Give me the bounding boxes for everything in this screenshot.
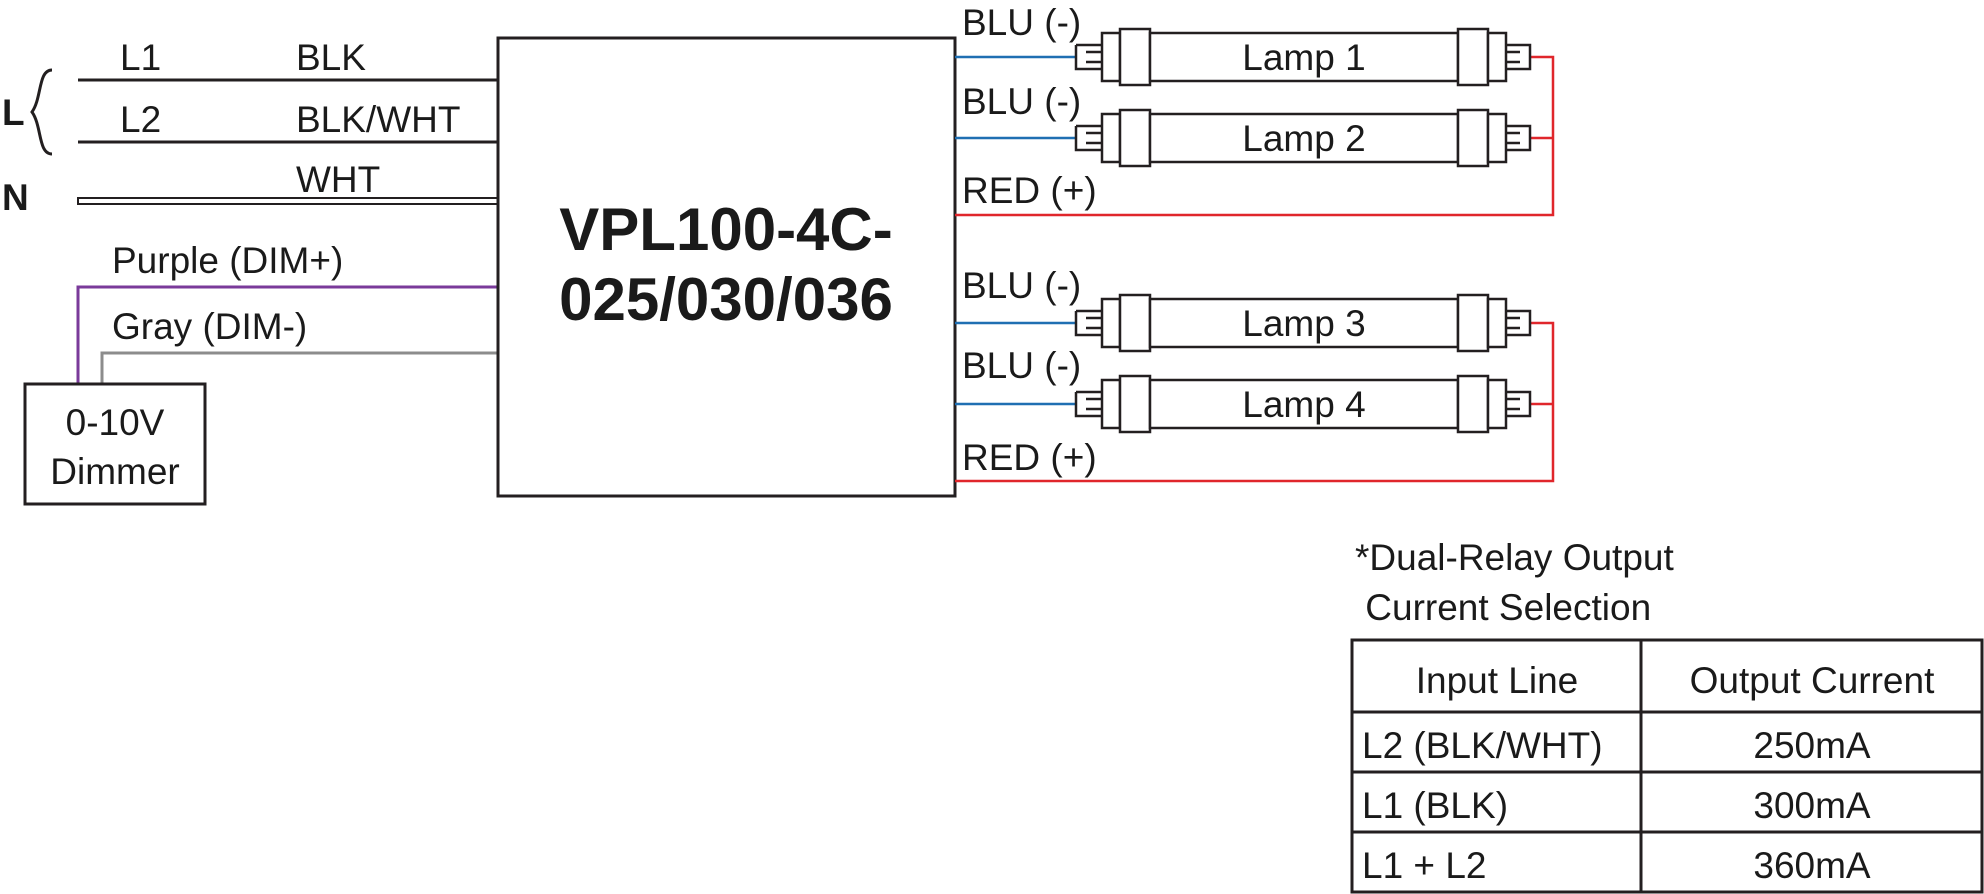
line-symbol: L — [2, 92, 25, 133]
wire-l2-label: L2 — [120, 99, 161, 140]
blue-wire-lamp1-label: BLU (-) — [962, 2, 1081, 43]
lamp-4-label: Lamp 4 — [1242, 384, 1365, 425]
lamp-base-right — [1456, 27, 1490, 87]
lamp-base-left — [1118, 108, 1152, 168]
lamp-base-left — [1118, 293, 1152, 353]
blue-wire-lamp4-label: BLU (-) — [962, 345, 1081, 386]
lamp-endcap-left — [1100, 297, 1122, 349]
lamp-base-right — [1456, 374, 1490, 434]
lamp-pin-right — [1506, 43, 1532, 71]
driver-box — [496, 36, 957, 498]
lamp-pin-left — [1074, 309, 1102, 337]
driver-model-line2: 025/030/036 — [559, 266, 893, 333]
lamp-2: Lamp 2 — [1074, 108, 1532, 168]
wire-dim-minus-label: Gray (DIM-) — [112, 306, 307, 347]
wire-l1-label: L1 — [120, 37, 161, 78]
lamp-base-left — [1118, 374, 1152, 434]
blue-wire-lamp2-label: BLU (-) — [962, 81, 1081, 122]
lamp-endcap-left — [1100, 112, 1122, 164]
selection-title-line2: Current Selection — [1355, 587, 1651, 628]
wire-dim-plus — [76, 285, 498, 384]
red-wire-group-a-label: RED (+) — [962, 170, 1097, 211]
lamp-pin-right — [1506, 124, 1532, 152]
selection-table-border — [1350, 638, 1984, 894]
wire-neutral — [77, 197, 499, 205]
lamp-base-right — [1456, 293, 1490, 353]
wire-neutral-color: WHT — [296, 159, 380, 200]
driver-model-line1: VPL100-4C- — [559, 196, 892, 263]
lamp-pin-right — [1506, 390, 1532, 418]
lamp-3: Lamp 3 — [1074, 293, 1532, 353]
table-cell-input-line: L1 (BLK) — [1362, 785, 1508, 826]
lamp-base-right — [1456, 108, 1490, 168]
lamp-pin-left — [1074, 124, 1102, 152]
red-wire-group-b-label: RED (+) — [962, 437, 1097, 478]
wire-dim-plus-label: Purple (DIM+) — [112, 240, 343, 281]
blue-wire-lamp3-label: BLU (-) — [962, 265, 1081, 306]
table-header-input-line: Input Line — [1416, 660, 1579, 701]
table-cell-output-current: 360mA — [1753, 845, 1871, 886]
lamp-tube — [1148, 378, 1460, 430]
lamp-2-label: Lamp 2 — [1242, 118, 1365, 159]
lamp-endcap-right — [1486, 378, 1508, 430]
line-brace — [30, 68, 53, 156]
lamp-endcap-right — [1486, 31, 1508, 83]
dimmer-box — [23, 382, 207, 506]
wire-dim-minus — [100, 351, 498, 384]
lamp-3-label: Lamp 3 — [1242, 303, 1365, 344]
lamp-endcap-left — [1100, 31, 1122, 83]
lamp-4: Lamp 4 — [1074, 374, 1532, 434]
lamp-endcap-right — [1486, 297, 1508, 349]
lamp-1: Lamp 1 — [1074, 27, 1532, 87]
table-cell-output-current: 250mA — [1753, 725, 1871, 766]
lamp-pin-left — [1074, 43, 1102, 71]
red-wire-group-b — [955, 321, 1555, 483]
selection-table: Input Line Output Current L2 (BLK/WHT) 2… — [1350, 638, 1984, 894]
lamp-endcap-right — [1486, 112, 1508, 164]
lamp-tube — [1148, 297, 1460, 349]
lamp-pin-right — [1506, 309, 1532, 337]
red-wire-group-a — [955, 55, 1555, 217]
table-cell-input-line: L2 (BLK/WHT) — [1362, 725, 1603, 766]
neutral-symbol: N — [2, 177, 29, 218]
wire-l2-color: BLK/WHT — [296, 99, 460, 140]
selection-title-line1: *Dual-Relay Output — [1355, 537, 1674, 578]
lamp-1-label: Lamp 1 — [1242, 37, 1365, 78]
table-cell-output-current: 300mA — [1753, 785, 1871, 826]
lamp-endcap-left — [1100, 378, 1122, 430]
wire-l1-color: BLK — [296, 37, 366, 78]
lamp-pin-left — [1074, 390, 1102, 418]
dimmer-label-line2: Dimmer — [50, 451, 179, 492]
lamp-tube — [1148, 112, 1460, 164]
lamp-base-left — [1118, 27, 1152, 87]
dimmer-label-line1: 0-10V — [66, 402, 165, 443]
table-cell-input-line: L1 + L2 — [1362, 845, 1486, 886]
table-header-output-current: Output Current — [1690, 660, 1935, 701]
